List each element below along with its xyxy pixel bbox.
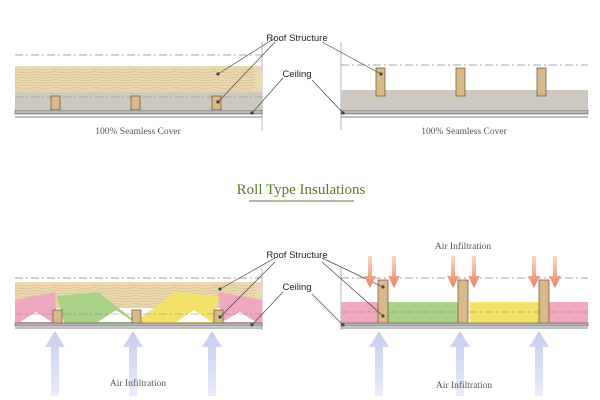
air-arrow-up: [529, 331, 549, 396]
grain-line: [14, 289, 256, 292]
joist: [455, 67, 466, 97]
down-arrow: [528, 256, 540, 288]
green-batt: [388, 302, 458, 323]
joist: [52, 309, 63, 325]
air-arrow-up: [450, 331, 470, 396]
grain-line: [14, 89, 256, 92]
panel-top-right: 100% Seamless Cover: [311, 41, 589, 137]
leader-line: [217, 41, 276, 103]
label-roof-structure-top: Roof Structure: [266, 33, 327, 44]
leader-line: [251, 291, 284, 326]
wood-grain: [14, 68, 256, 92]
down-arrow: [364, 256, 376, 288]
panel-top-left: 100% Seamless Cover: [14, 37, 284, 137]
leader-line: [321, 257, 384, 288]
grain-line: [14, 71, 256, 73]
grain-line: [14, 73, 256, 76]
air-gap: [176, 310, 212, 322]
caption-air-infiltration-right: Air Infiltration: [436, 380, 492, 391]
pink-batt: [218, 292, 262, 323]
air-gap: [98, 310, 134, 322]
leader-line: [219, 257, 276, 290]
leader-dot: [250, 323, 254, 327]
down-arrow: [468, 256, 480, 288]
leader-dot: [218, 287, 222, 291]
air-infiltration-arrows-left: [45, 331, 222, 396]
leader-dot: [381, 285, 385, 289]
leader-dot: [341, 323, 345, 327]
air-gap: [20, 312, 52, 322]
pink-batt: [549, 302, 588, 323]
joist: [211, 95, 222, 111]
diagram-title: Roll Type Insulations: [237, 182, 366, 198]
joist: [131, 309, 142, 325]
air-arrow-up: [123, 331, 143, 396]
ceiling-board: [14, 322, 263, 327]
yellow-batt: [470, 302, 539, 323]
panel-bottom-left: Air Infiltration: [14, 257, 284, 396]
label-roof-structure-bottom: Roof Structure: [266, 250, 327, 261]
air-infiltration-arrows-right: [369, 331, 549, 396]
caption-seamless-cover-right: 100% Seamless Cover: [421, 127, 507, 137]
leader-dot: [216, 72, 220, 76]
pink-batt: [15, 292, 57, 323]
ceiling-board: [14, 109, 263, 115]
caption-air-infiltration-top-right: Air Infiltration: [435, 241, 491, 252]
caption-air-infiltration-left: Air Infiltration: [110, 378, 166, 389]
leader-line: [321, 41, 382, 75]
panel-bottom-right: Air Infiltration Air Infiltration: [311, 241, 589, 396]
pink-batt: [341, 302, 379, 323]
down-arrow: [388, 256, 400, 288]
leader-dot: [381, 314, 385, 318]
leader-dot: [216, 100, 220, 104]
leader-dot: [250, 111, 254, 115]
label-ceiling-bottom: Ceiling: [282, 282, 311, 293]
caption-seamless-cover-left: 100% Seamless Cover: [95, 127, 181, 137]
joist: [130, 95, 141, 111]
ceiling-board: [340, 109, 589, 115]
ceiling-board: [340, 322, 589, 327]
leader-line: [321, 261, 384, 317]
leader-line: [217, 37, 276, 75]
joist: [375, 67, 386, 97]
air-arrow-up: [202, 331, 222, 396]
joist: [538, 279, 550, 325]
leader-dot: [341, 111, 345, 115]
down-arrow: [549, 256, 561, 288]
joist: [536, 67, 547, 97]
grain-line: [14, 87, 256, 89]
leader-line: [311, 293, 344, 326]
grain-line: [14, 284, 256, 287]
air-gap: [222, 312, 256, 322]
joist: [50, 95, 61, 111]
grain-line: [14, 84, 256, 87]
grain-line: [14, 76, 256, 79]
grain-line: [14, 287, 256, 289]
leader-line: [311, 79, 344, 114]
grain-line: [14, 79, 256, 81]
air-arrow-up: [45, 331, 65, 396]
leader-dot: [379, 72, 383, 76]
label-ceiling-top: Ceiling: [282, 69, 311, 80]
air-arrow-up: [369, 331, 389, 396]
loose-fill-layer: [341, 90, 588, 109]
leader-line: [251, 77, 284, 114]
heat-arrows-down: [364, 256, 561, 288]
joist: [457, 279, 469, 325]
leader-dot: [218, 315, 222, 319]
grain-line: [14, 81, 256, 84]
down-arrow: [447, 256, 459, 288]
leader-line: [219, 261, 276, 318]
grain-line: [14, 68, 256, 71]
